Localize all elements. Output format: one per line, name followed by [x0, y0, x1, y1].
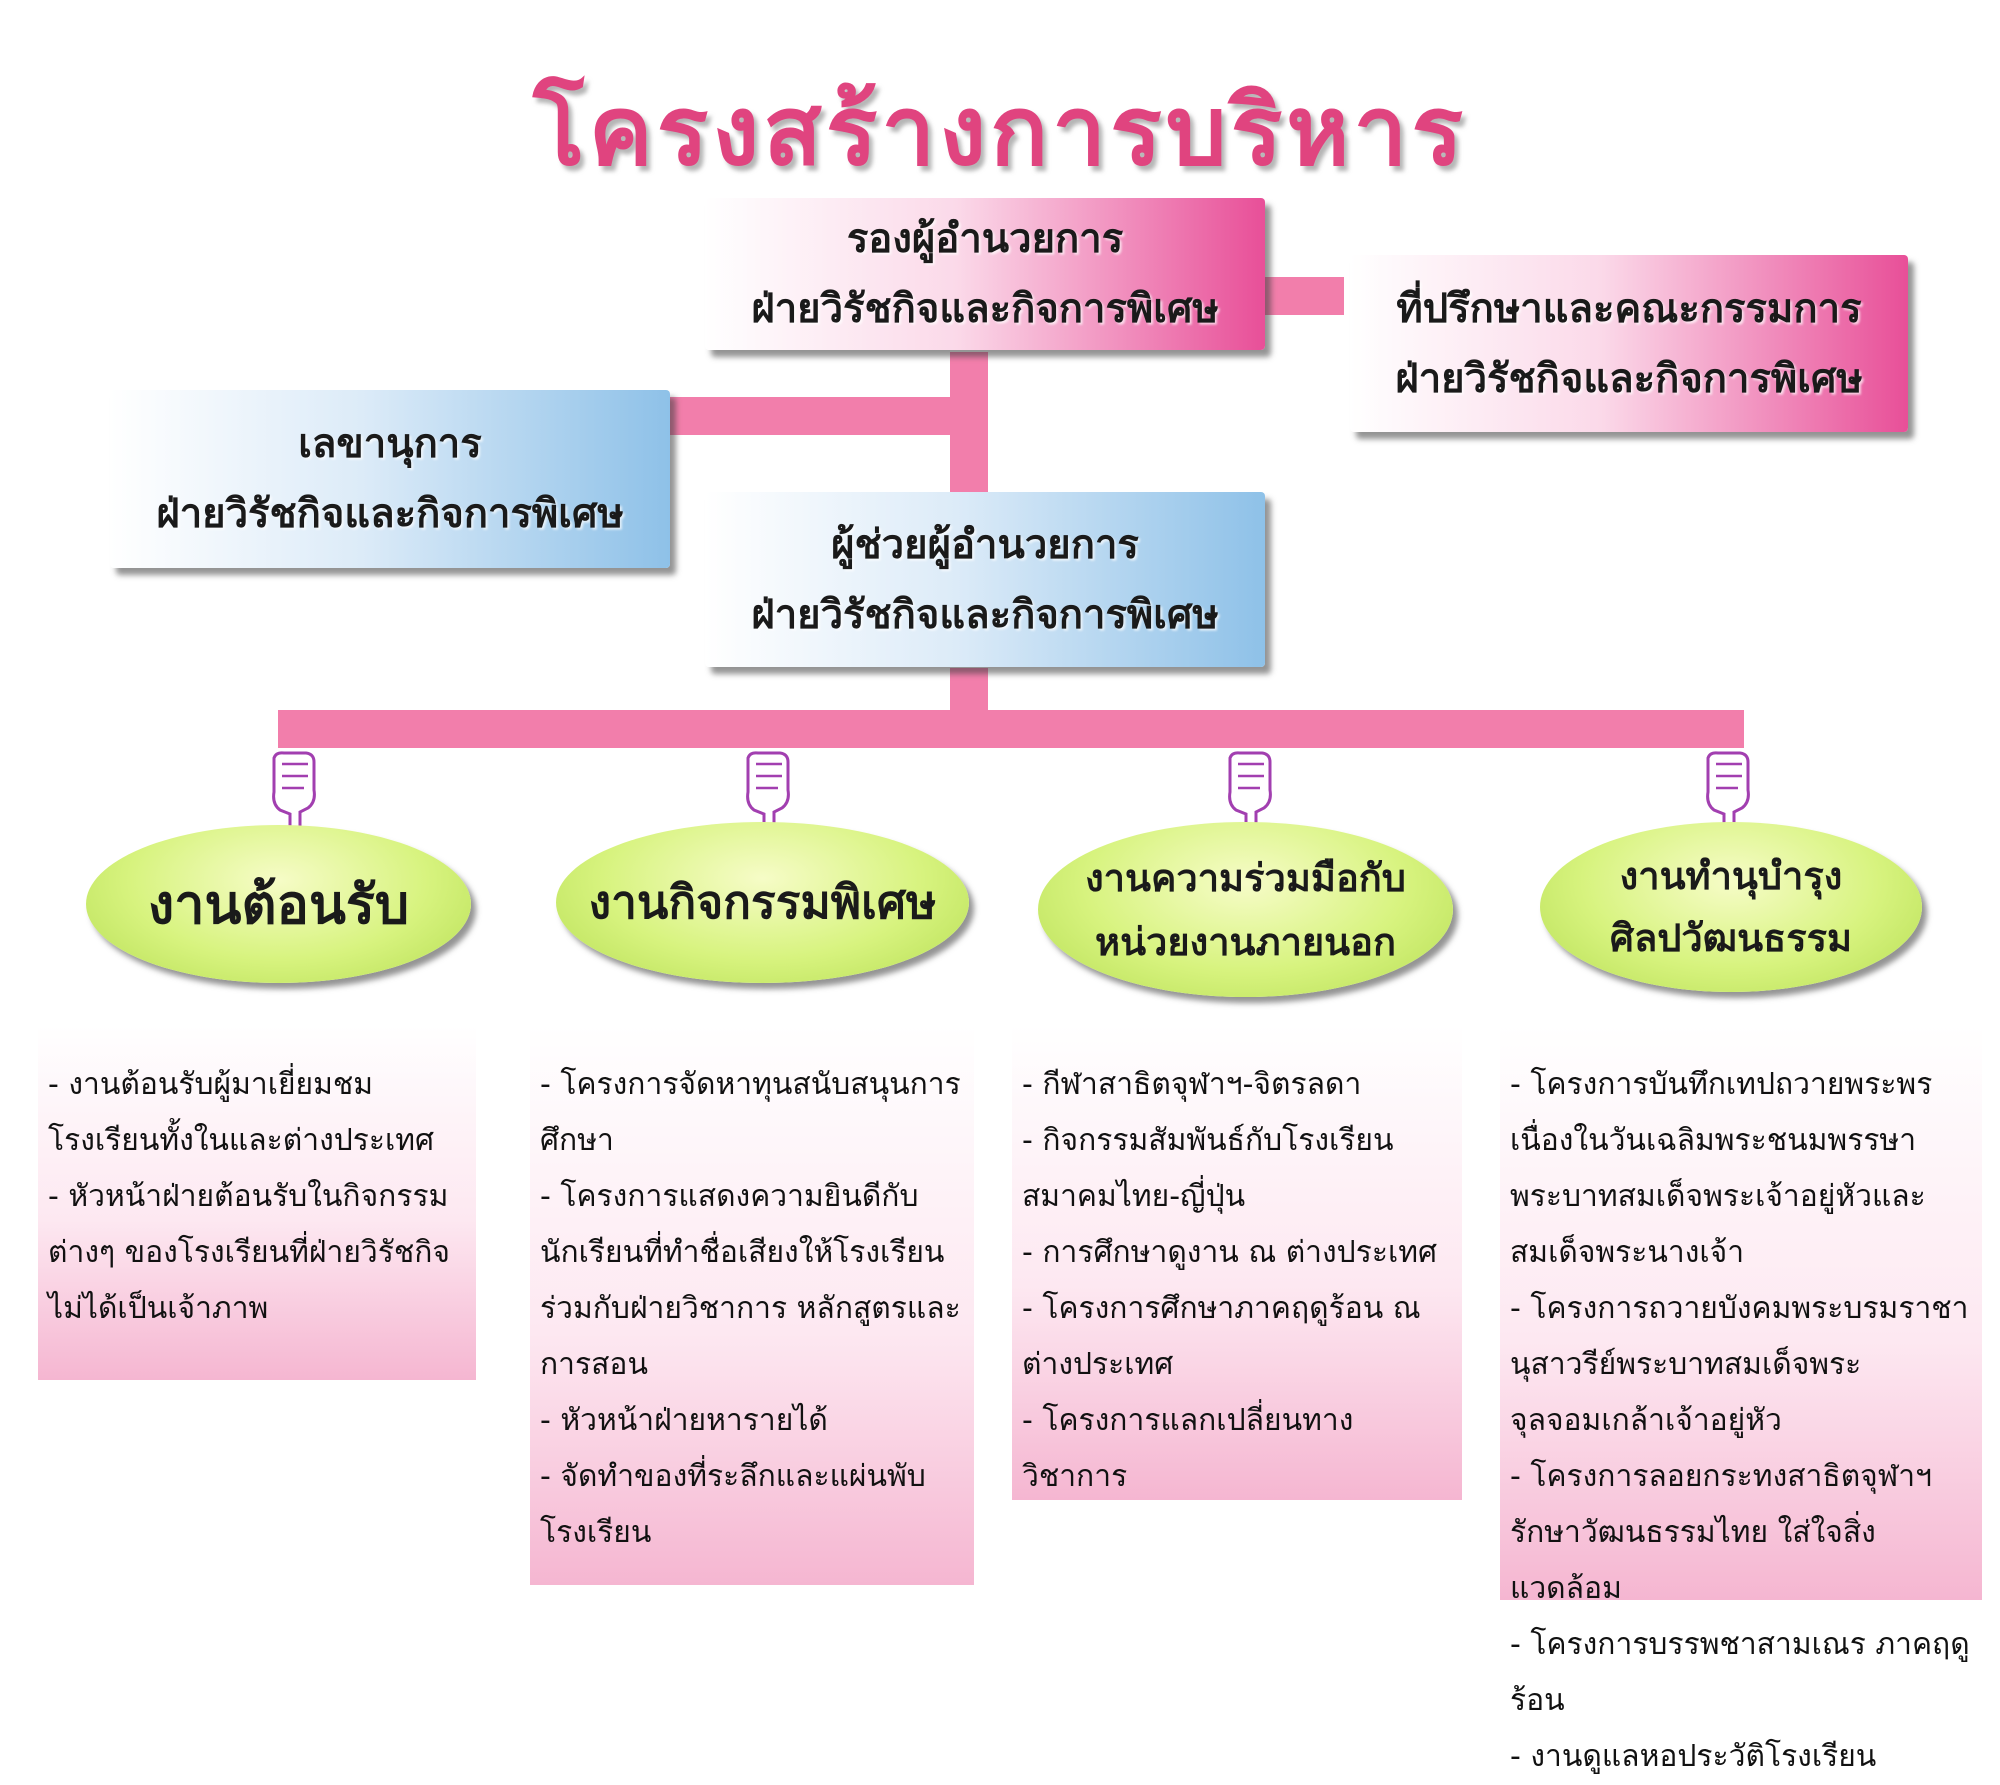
task-item: - การศึกษาดูงาน ณ ต่างประเทศ [1022, 1235, 1438, 1270]
unit-culture-name-line1: งานทำนุบำรุง [1619, 854, 1843, 898]
task-item: - โครงการแลกเปลี่ยนทางวิชาการ [1022, 1403, 1354, 1494]
task-item: - กิจกรรมสัมพันธ์กับโรงเรียนสมาคมไทย-ญี่… [1022, 1123, 1394, 1214]
unit-external-cooperation-name-line1: งานความร่วมมือกับ [1085, 855, 1406, 900]
page-title: โครงสร้างการบริหาร [533, 75, 1467, 187]
task-item: - งานต้อนรับผู้มาเยี่ยมชมโรงเรียนทั้งในแ… [48, 1067, 435, 1158]
advisor-title: ที่ปรึกษาและคณะกรรมการ [1396, 285, 1862, 332]
deputy-department: ฝ่ายวิรัชกิจและกิจการพิเศษ [751, 286, 1219, 332]
task-item: - จัดทำของที่ระลึกและแผ่นพับโรงเรียน [540, 1459, 926, 1550]
unit-reception-tasks: - งานต้อนรับผู้มาเยี่ยมชมโรงเรียนทั้งในแ… [38, 1025, 476, 1380]
advisor-department: ฝ่ายวิรัชกิจและกิจการพิเศษ [1395, 355, 1863, 402]
task-item: - โครงการแสดงความยินดีกับนักเรียนที่ทำชื… [540, 1179, 961, 1382]
task-item: - หัวหน้าฝ่ายหารายได้ [540, 1403, 828, 1438]
unit-culture-oval: งานทำนุบำรุง ศิลปวัฒนธรรม [1540, 822, 1922, 992]
secretary-box: เลขานุการ ฝ่ายวิรัชกิจและกิจการพิเศษ [110, 390, 670, 568]
task-item: - โครงการลอยกระทงสาธิตจุฬาฯ รักษาวัฒนธรร… [1510, 1459, 1932, 1606]
assistant-department: ฝ่ายวิรัชกิจและกิจการพิเศษ [751, 591, 1219, 638]
unit-external-cooperation-name-line2: หน่วยงานภายนอก [1095, 919, 1396, 964]
secretary-title: เลขานุการ [298, 421, 482, 467]
unit-reception-name: งานต้อนรับ [147, 873, 410, 936]
unit-culture-name-line2: ศิลปวัฒนธรรม [1609, 916, 1853, 960]
secretary-department: ฝ่ายวิรัชกิจและกิจการพิเศษ [156, 491, 624, 537]
pointing-down-hand-icon [272, 751, 316, 842]
connector-branch-bar [278, 710, 1744, 748]
deputy-director-box: รองผู้อำนวยการ ฝ่ายวิรัชกิจและกิจการพิเศ… [705, 198, 1265, 350]
assistant-director-box: ผู้ช่วยผู้อำนวยการ ฝ่ายวิรัชกิจและกิจการ… [705, 492, 1265, 667]
advisor-committee-box: ที่ปรึกษาและคณะกรรมการ ฝ่ายวิรัชกิจและกิ… [1350, 255, 1908, 432]
unit-culture-tasks: - โครงการบันทึกเทปถวายพระพรเนื่องในวันเฉ… [1500, 1025, 1982, 1774]
unit-external-cooperation-tasks: - กีฬาสาธิตจุฬาฯ-จิตรลดา - กิจกรรมสัมพัน… [1012, 1025, 1462, 1500]
pointing-down-hand-icon [746, 751, 790, 842]
unit-reception-oval: งานต้อนรับ [86, 825, 471, 983]
task-item: - โครงการถวายบังคมพระบรมราชานุสาวรีย์พระ… [1510, 1291, 1969, 1438]
task-item: - โครงการบรรพชาสามเณร ภาคฤดูร้อน [1510, 1627, 1970, 1718]
task-item: - โครงการศึกษาภาคฤดูร้อน ณ ต่างประเทศ [1022, 1291, 1421, 1382]
connector-deputy-advisor [1262, 277, 1344, 315]
task-item: - งานดูแลหอประวัติโรงเรียน [1510, 1739, 1877, 1774]
task-item: - โครงการบันทึกเทปถวายพระพรเนื่องในวันเฉ… [1510, 1067, 1933, 1270]
unit-external-cooperation-oval: งานความร่วมมือกับ หน่วยงานภายนอก [1038, 822, 1453, 997]
unit-special-activities-oval: งานกิจกรรมพิเศษ [556, 822, 969, 983]
connector-secretary [668, 397, 968, 435]
connector-trunk-lower [950, 668, 988, 716]
deputy-title: รองผู้อำนวยการ [846, 216, 1124, 262]
assistant-title: ผู้ช่วยผู้อำนวยการ [831, 521, 1139, 568]
task-item: - โครงการจัดหาทุนสนับสนุนการศึกษา [540, 1067, 961, 1158]
unit-special-activities-name: งานกิจกรรมพิเศษ [588, 875, 937, 929]
task-item: - กีฬาสาธิตจุฬาฯ-จิตรลดา [1022, 1067, 1362, 1102]
task-item: - หัวหน้าฝ่ายต้อนรับในกิจกรรมต่างๆ ของโร… [48, 1179, 450, 1326]
unit-special-activities-tasks: - โครงการจัดหาทุนสนับสนุนการศึกษา - โครง… [530, 1025, 974, 1585]
